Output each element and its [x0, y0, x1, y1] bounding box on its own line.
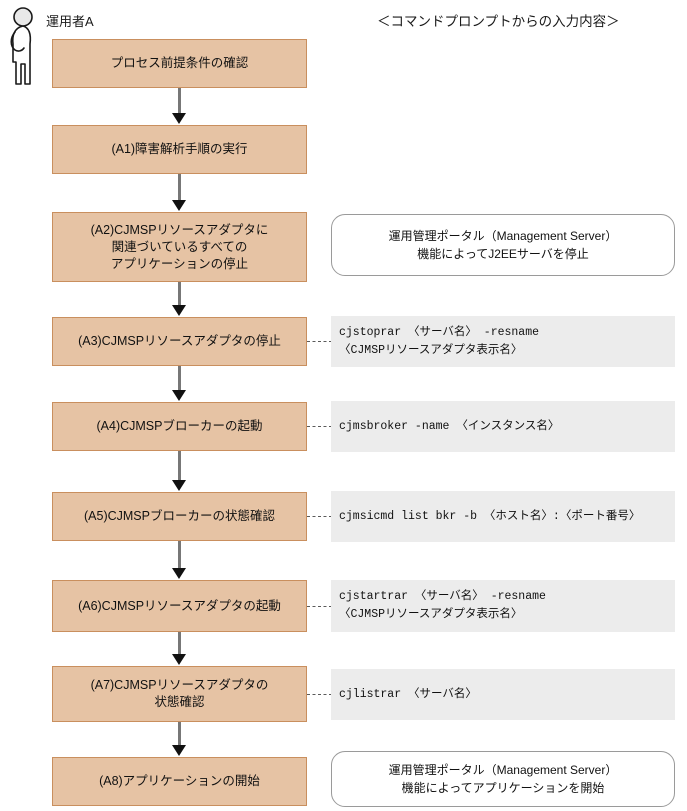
connector-a6 — [307, 606, 332, 607]
operator-person-icon — [4, 6, 48, 90]
arrow-a7-to-a8 — [178, 722, 181, 746]
arrow-a6-to-a7 — [178, 632, 181, 655]
command-box-a7: cjlistrar 〈サーバ名〉 — [331, 669, 675, 720]
connector-a7 — [307, 694, 332, 695]
arrow-head-a6-to-a7 — [172, 654, 186, 665]
operator-label: 運用者A — [46, 14, 94, 29]
note-box-a2: 運用管理ポータル（Management Server） 機能によってJ2EEサー… — [331, 214, 675, 276]
arrow-head-start-to-a1 — [172, 113, 186, 124]
note-box-a8: 運用管理ポータル（Management Server） 機能によってアプリケーシ… — [331, 751, 675, 807]
command-box-a4: cjmsbroker -name 〈インスタンス名〉 — [331, 401, 675, 452]
arrow-head-a4-to-a5 — [172, 480, 186, 491]
command-box-a5: cjmsicmd list bkr -b 〈ホスト名〉:〈ポート番号〉 — [331, 491, 675, 542]
arrow-start-to-a1 — [178, 88, 181, 114]
process-box-a4[interactable]: (A4)CJMSPブローカーの起動 — [52, 402, 307, 451]
command-box-a6: cjstartrar 〈サーバ名〉 -resname 〈CJMSPリソースアダプ… — [331, 580, 675, 632]
arrow-a2-to-a3 — [178, 282, 181, 306]
process-box-a5[interactable]: (A5)CJMSPブローカーの状態確認 — [52, 492, 307, 541]
process-box-a3[interactable]: (A3)CJMSPリソースアダプタの停止 — [52, 317, 307, 366]
connector-a3 — [307, 341, 332, 342]
process-box-start[interactable]: プロセス前提条件の確認 — [52, 39, 307, 88]
process-box-a7[interactable]: (A7)CJMSPリソースアダプタの 状態確認 — [52, 666, 307, 722]
arrow-a5-to-a6 — [178, 541, 181, 569]
arrow-head-a5-to-a6 — [172, 568, 186, 579]
process-box-a1[interactable]: (A1)障害解析手順の実行 — [52, 125, 307, 174]
connector-a5 — [307, 516, 332, 517]
process-box-a2[interactable]: (A2)CJMSPリソースアダプタに 関連づいているすべての アプリケーションの… — [52, 212, 307, 282]
process-box-a6[interactable]: (A6)CJMSPリソースアダプタの起動 — [52, 580, 307, 632]
arrow-a3-to-a4 — [178, 366, 181, 391]
command-box-a3: cjstoprar 〈サーバ名〉 -resname 〈CJMSPリソースアダプタ… — [331, 316, 675, 367]
arrow-head-a2-to-a3 — [172, 305, 186, 316]
arrow-head-a1-to-a2 — [172, 200, 186, 211]
arrow-a1-to-a2 — [178, 174, 181, 201]
arrow-head-a7-to-a8 — [172, 745, 186, 756]
command-column-header: ＜コマンドプロンプトからの入力内容＞ — [377, 14, 620, 29]
arrow-head-a3-to-a4 — [172, 390, 186, 401]
arrow-a4-to-a5 — [178, 451, 181, 481]
connector-a4 — [307, 426, 332, 427]
process-box-a8[interactable]: (A8)アプリケーションの開始 — [52, 757, 307, 806]
